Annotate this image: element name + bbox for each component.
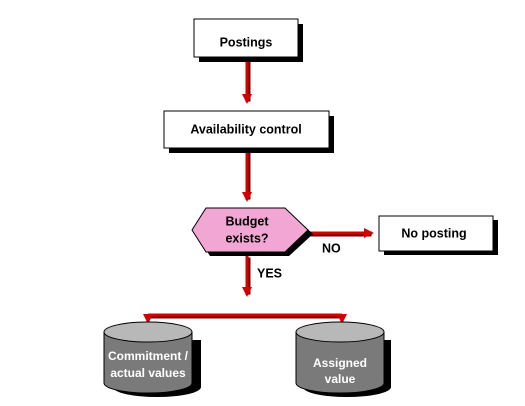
commitment-label-line1: Commitment / [108,349,189,363]
node-assigned-cylinder: Assigned value [295,321,391,397]
node-commitment-cylinder: Commitment / actual values [103,321,201,397]
no-posting-label: No posting [401,226,466,240]
node-decision: Budget exists? [191,207,313,256]
assigned-label-line2: value [325,372,356,386]
edge-label-no: NO [322,241,341,255]
arrow-availability-to-decision [242,146,252,202]
arrow-decision-yes-down [242,256,252,297]
decision-label-line1: Budget [225,214,269,228]
assigned-label-line1: Assigned [313,356,367,370]
edge-label-yes: YES [257,266,282,280]
postings-label: Postings [220,35,273,49]
availability-control-label: Availability control [190,122,301,136]
decision-label-line2: exists? [225,231,268,245]
node-availability-control: Availability control [163,110,334,153]
node-postings: Postings [193,18,303,62]
arrow-decision-to-no-posting [307,228,374,238]
commitment-label-line2: actual values [110,366,186,380]
node-no-posting: No posting [378,215,498,255]
arrow-split-branches [143,313,347,324]
